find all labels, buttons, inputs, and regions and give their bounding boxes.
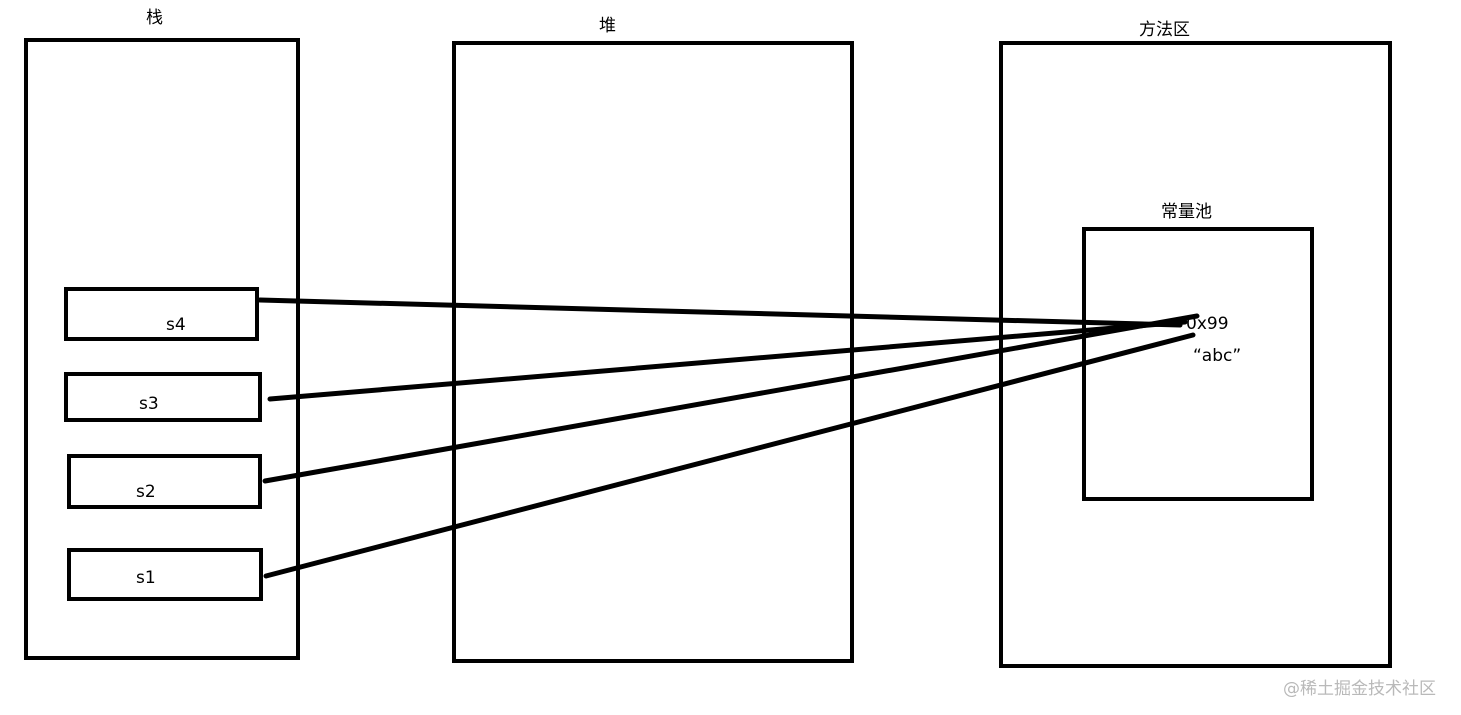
ref-line-s2 bbox=[262, 313, 1200, 484]
stack-var-s3-label: s3 bbox=[139, 394, 159, 414]
stack-region bbox=[24, 38, 300, 660]
method-area-title: 方法区 bbox=[1139, 20, 1190, 40]
ref-line-s3 bbox=[267, 319, 1188, 402]
constant-pool-title: 常量池 bbox=[1161, 202, 1212, 222]
pool-address: 0x99 bbox=[1186, 314, 1229, 334]
stack-title: 栈 bbox=[146, 8, 163, 28]
stack-var-s2 bbox=[67, 454, 262, 509]
heap-title: 堆 bbox=[599, 16, 616, 36]
ref-line-s1 bbox=[263, 332, 1196, 579]
stack-var-s4-label: s4 bbox=[166, 315, 186, 335]
ref-line-s4 bbox=[257, 297, 1183, 328]
watermark-text: @稀土掘金技术社区 bbox=[1283, 679, 1436, 699]
stack-var-s3 bbox=[64, 372, 262, 422]
stack-var-s1-label: s1 bbox=[136, 568, 156, 588]
method-area-region bbox=[999, 41, 1392, 668]
pool-string-value: “abc” bbox=[1193, 346, 1242, 366]
stack-var-s4 bbox=[64, 287, 259, 341]
stack-var-s2-label: s2 bbox=[136, 482, 156, 502]
stack-var-s1 bbox=[67, 548, 263, 601]
